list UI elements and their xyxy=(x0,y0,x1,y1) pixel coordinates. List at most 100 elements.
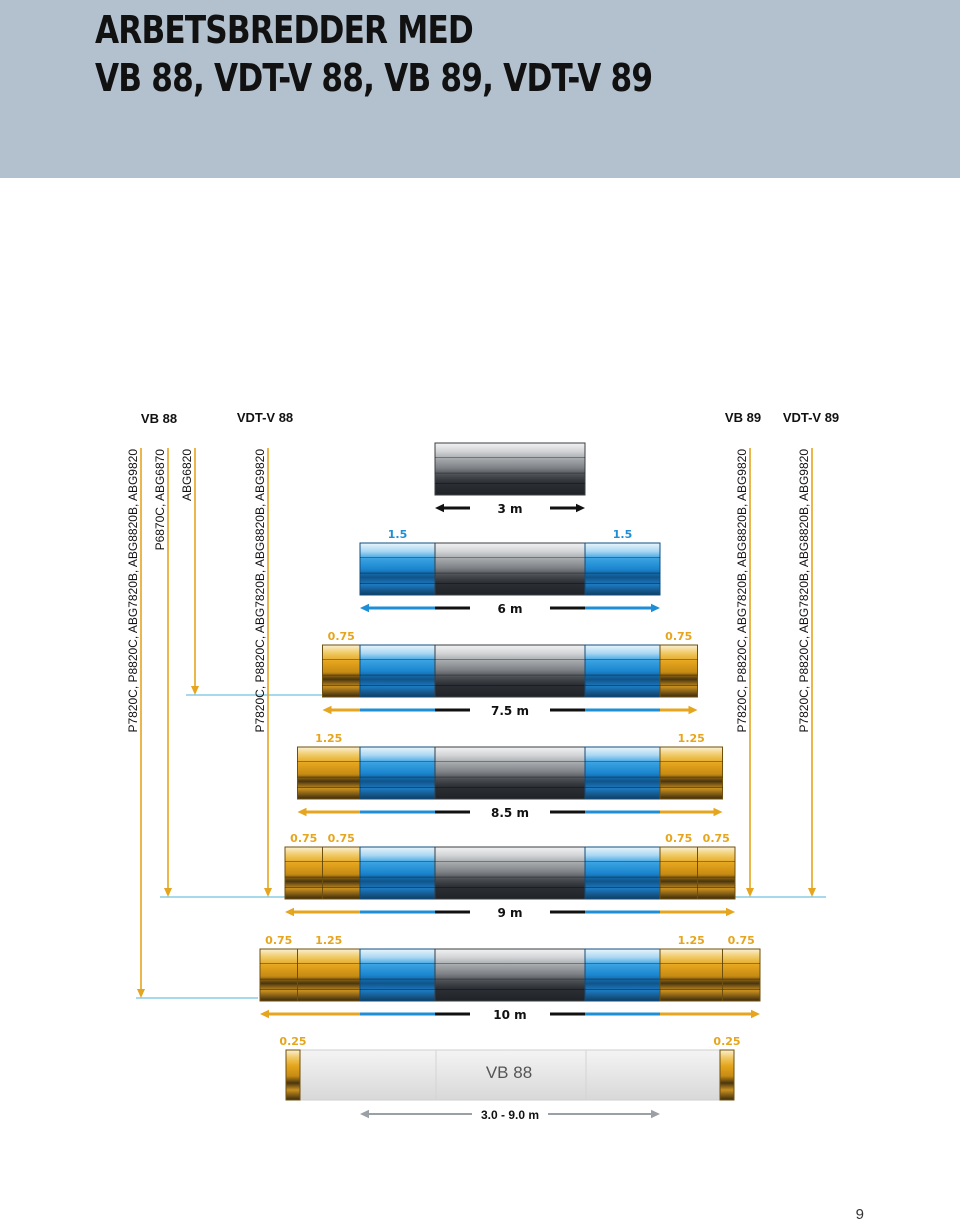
extension-label: 1.25 xyxy=(315,934,342,947)
column-heading-vb89: VB 89 xyxy=(725,410,761,425)
screed-segment-basic xyxy=(434,746,586,800)
dimension-arrow xyxy=(360,603,660,613)
width-label: 9 m xyxy=(497,906,522,920)
width-label: 7.5 m xyxy=(491,704,529,718)
screed-segment-ext xyxy=(322,846,361,900)
screed-segment-ext15 xyxy=(584,846,661,900)
dimension-arrow xyxy=(260,1009,760,1019)
screed-segment-ext15 xyxy=(359,846,436,900)
dimension-arrow xyxy=(322,705,698,715)
extension-label: 0.75 xyxy=(665,630,692,643)
model-group-label: P7820C, P8820C, ABG7820B, ABG8820B, ABG9… xyxy=(126,449,140,733)
screed-segment-ext xyxy=(259,948,298,1002)
header-banner: ARBETSBREDDER MED VB 88, VDT-V 88, VB 89… xyxy=(0,0,960,178)
model-group-label: P6870C, ABG6870 xyxy=(153,449,167,551)
dimension-arrow xyxy=(297,807,723,817)
extension-label: 0.75 xyxy=(265,934,292,947)
screed-segment-basic xyxy=(434,846,586,900)
vb88-end-extension-right xyxy=(719,1049,735,1101)
arrow-head-right xyxy=(651,603,660,613)
config-75m: 0.75 0.75 7.5 m xyxy=(322,630,698,718)
screed-segment-ext15 xyxy=(584,746,661,800)
page-title-line-1: ARBETSBREDDER MED xyxy=(95,8,474,52)
screed-segment-ext15 xyxy=(584,644,661,698)
arrow-head-left xyxy=(435,503,444,513)
screed-segment-ext15 xyxy=(359,644,436,698)
dimension-arrow xyxy=(435,503,585,513)
arrow-head-left xyxy=(322,705,332,715)
page-title-line-2: VB 88, VDT-V 88, VB 89, VDT-V 89 xyxy=(95,56,653,100)
model-group-arrow-head xyxy=(808,888,816,897)
vb88-screed-label: VB 88 xyxy=(486,1063,532,1082)
width-label: 10 m xyxy=(493,1008,526,1022)
model-group-label: P7820C, P8820C, ABG7820B, ABG8820B, ABG9… xyxy=(735,449,749,733)
arrow-head-right xyxy=(751,1009,760,1019)
model-group-arrow-head xyxy=(137,989,145,998)
arrow-head-right xyxy=(576,503,585,513)
extension-label: 1.5 xyxy=(613,528,633,541)
config-3m: 3 m xyxy=(434,442,586,516)
vb88-end-extension-label: 0.25 xyxy=(713,1035,740,1048)
extension-label: 0.75 xyxy=(290,832,317,845)
screed-segment-ext xyxy=(284,846,323,900)
extension-label: 1.25 xyxy=(678,934,705,947)
vb88-main-body xyxy=(299,1049,721,1101)
screed-segment-ext xyxy=(659,948,723,1002)
arrow-head-right xyxy=(726,907,735,917)
config-6m: 1.5 1.5 6 m xyxy=(359,528,661,616)
screed-segment-basic xyxy=(434,542,586,596)
model-group-label: P7820C, P8820C, ABG7820B, ABG8820B, ABG9… xyxy=(253,449,267,733)
arrow-head-left xyxy=(360,603,369,613)
extension-label: 0.75 xyxy=(328,630,355,643)
model-group-arrow-head xyxy=(746,888,754,897)
range-arrow-head-right xyxy=(651,1109,660,1119)
screed-segment-ext xyxy=(697,846,736,900)
screed-segment-ext xyxy=(322,644,361,698)
vb88-end-extension-label: 0.25 xyxy=(279,1035,306,1048)
screed-segment-ext xyxy=(659,746,723,800)
width-label: 6 m xyxy=(497,602,522,616)
screed-segment-ext xyxy=(659,644,698,698)
column-heading-vb88: VB 88 xyxy=(141,411,177,426)
width-configurations: 3 m 1.5 1.5 6 m 0.75 0.75 7.5 m 1.25 1.25 8.5 m 0.… xyxy=(259,442,761,1022)
extension-label: 1.5 xyxy=(388,528,408,541)
arrow-head-right xyxy=(713,807,723,817)
screed-segment-ext xyxy=(659,846,698,900)
column-heading-vdtv89: VDT-V 89 xyxy=(783,410,839,425)
vb88-end-extension-left xyxy=(285,1049,301,1101)
range-arrow-head-left xyxy=(360,1109,369,1119)
model-group-lines: P7820C, P8820C, ABG7820B, ABG8820B, ABG9… xyxy=(126,448,826,999)
screed-segment-ext xyxy=(297,746,361,800)
vb88-variable-width: 0.25 0.25 VB 88 3.0 - 9.0 m xyxy=(279,1035,740,1122)
page-number: 9 xyxy=(855,1206,864,1223)
screed-segment-basic xyxy=(434,948,586,1002)
extension-label: 0.75 xyxy=(328,832,355,845)
arrow-head-left xyxy=(297,807,307,817)
model-group-vdtv89: P7820C, P8820C, ABG7820B, ABG8820B, ABG9… xyxy=(797,448,826,898)
extension-label: 1.25 xyxy=(678,732,705,745)
model-group-arrow-head xyxy=(264,888,272,897)
screed-segment-ext15 xyxy=(359,542,436,596)
arrow-head-left xyxy=(285,907,294,917)
screed-segment-ext15 xyxy=(584,542,661,596)
screed-segment-basic xyxy=(434,644,586,698)
page-title: ARBETSBREDDER MED VB 88, VDT-V 88, VB 89… xyxy=(95,6,653,102)
screed-segment-basic xyxy=(434,442,586,496)
screed-segment-ext15 xyxy=(359,746,436,800)
model-group-arrow-head xyxy=(191,686,199,695)
model-group-vb88-a: P7820C, P8820C, ABG7820B, ABG8820B, ABG9… xyxy=(126,448,258,999)
column-heading-vdtv88: VDT-V 88 xyxy=(237,410,293,425)
width-label: 8.5 m xyxy=(491,806,529,820)
width-label: 3 m xyxy=(497,502,522,516)
screed-segment-ext xyxy=(297,948,361,1002)
extension-label: 0.75 xyxy=(728,934,755,947)
arrow-head-right xyxy=(688,705,698,715)
arrow-head-left xyxy=(260,1009,269,1019)
vb88-range-label: 3.0 - 9.0 m xyxy=(481,1108,539,1122)
model-group-arrow-head xyxy=(164,888,172,897)
extension-label: 0.75 xyxy=(665,832,692,845)
column-headings: VB 88 VDT-V 88 VB 89 VDT-V 89 xyxy=(141,410,839,426)
